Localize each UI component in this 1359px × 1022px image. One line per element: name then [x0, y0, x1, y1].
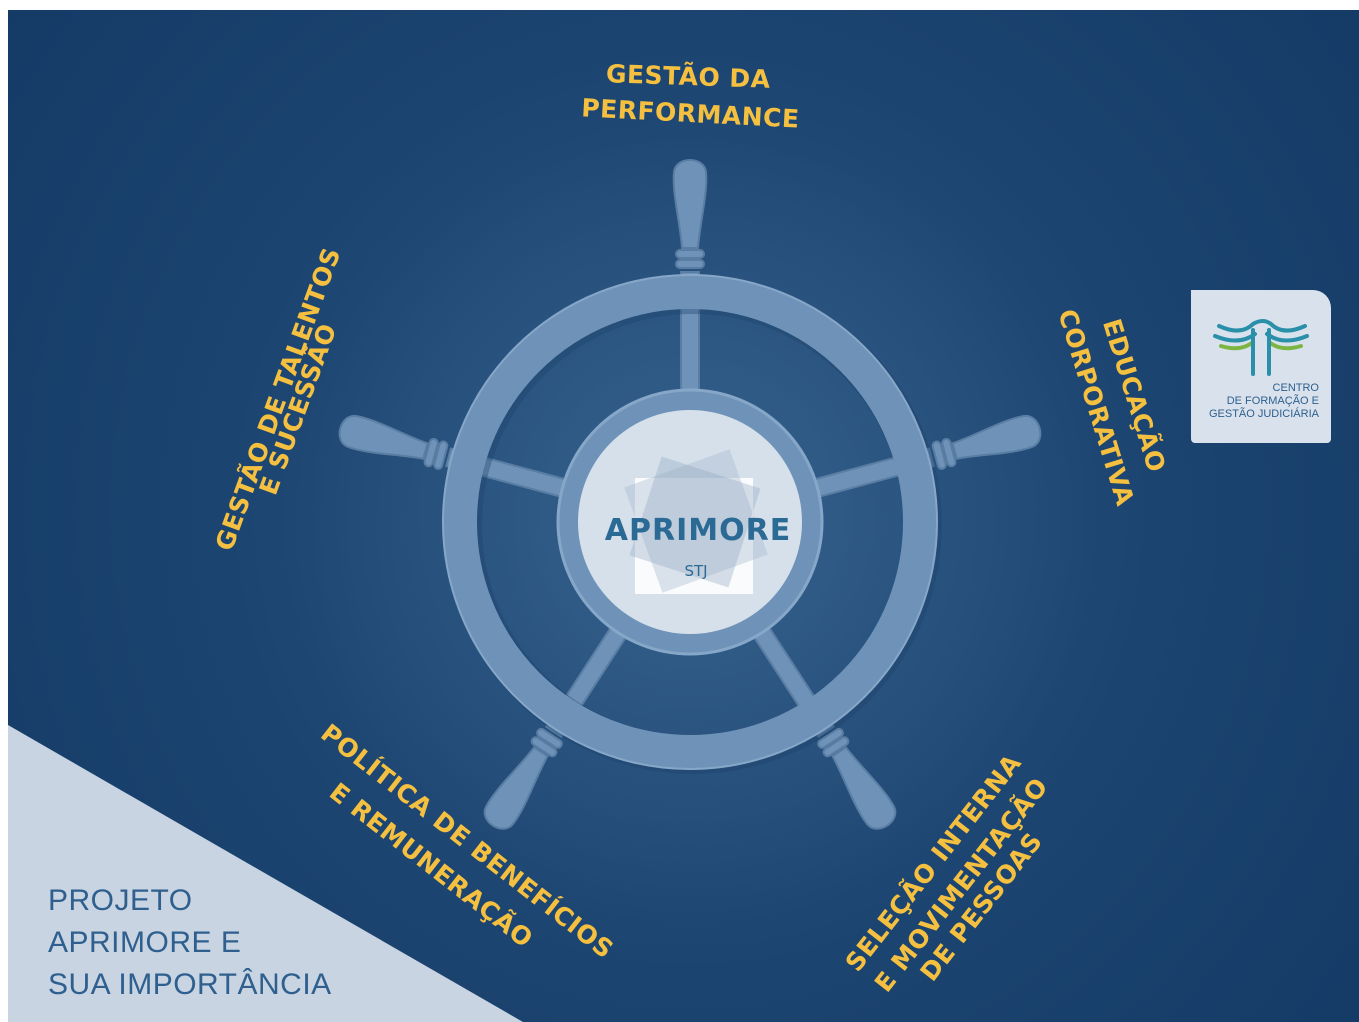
- corner-title: PROJETO APRIMORE E SUA IMPORTÂNCIA: [48, 880, 332, 1006]
- segment-top-line-1: GESTÃO DA: [606, 59, 772, 94]
- center-subtitle: STJ: [684, 562, 707, 580]
- wheel-spoke: [672, 159, 708, 403]
- logo-line-1: CENTRO: [1272, 382, 1319, 394]
- cefor-logo-text: CENTRO DE FORMAÇÃO E GESTÃO JUDICIÁRIA: [1191, 382, 1331, 421]
- corner-panel: [8, 725, 523, 1022]
- corner-title-line-1: PROJETO: [48, 884, 193, 917]
- wheel-outer-ring: [443, 275, 937, 769]
- logo-line-3: GESTÃO JUDICIÁRIA: [1208, 408, 1319, 420]
- segment-top: GESTÃO DA PERFORMANCE: [581, 59, 801, 134]
- logo-line-2: DE FORMAÇÃO E: [1226, 395, 1319, 407]
- cefor-logo: CENTRO DE FORMAÇÃO E GESTÃO JUDICIÁRIA: [1191, 290, 1331, 443]
- corner-title-line-2: APRIMORE E: [48, 926, 242, 959]
- ship-wheel-icon: APRIMORE STJ: [338, 159, 1042, 830]
- center-title: APRIMORE: [605, 513, 791, 548]
- corner-title-line-3: SUA IMPORTÂNCIA: [48, 968, 332, 1001]
- cefor-emblem-icon: [1213, 319, 1309, 376]
- diagram-svg: APRIMORE STJ GESTÃO DA PERFORMANCE EDUCA…: [8, 59, 1171, 1022]
- aprimore-logo-squares: [624, 449, 768, 594]
- segment-top-line-2: PERFORMANCE: [581, 93, 801, 133]
- poster: APRIMORE STJ GESTÃO DA PERFORMANCE EDUCA…: [8, 10, 1359, 1022]
